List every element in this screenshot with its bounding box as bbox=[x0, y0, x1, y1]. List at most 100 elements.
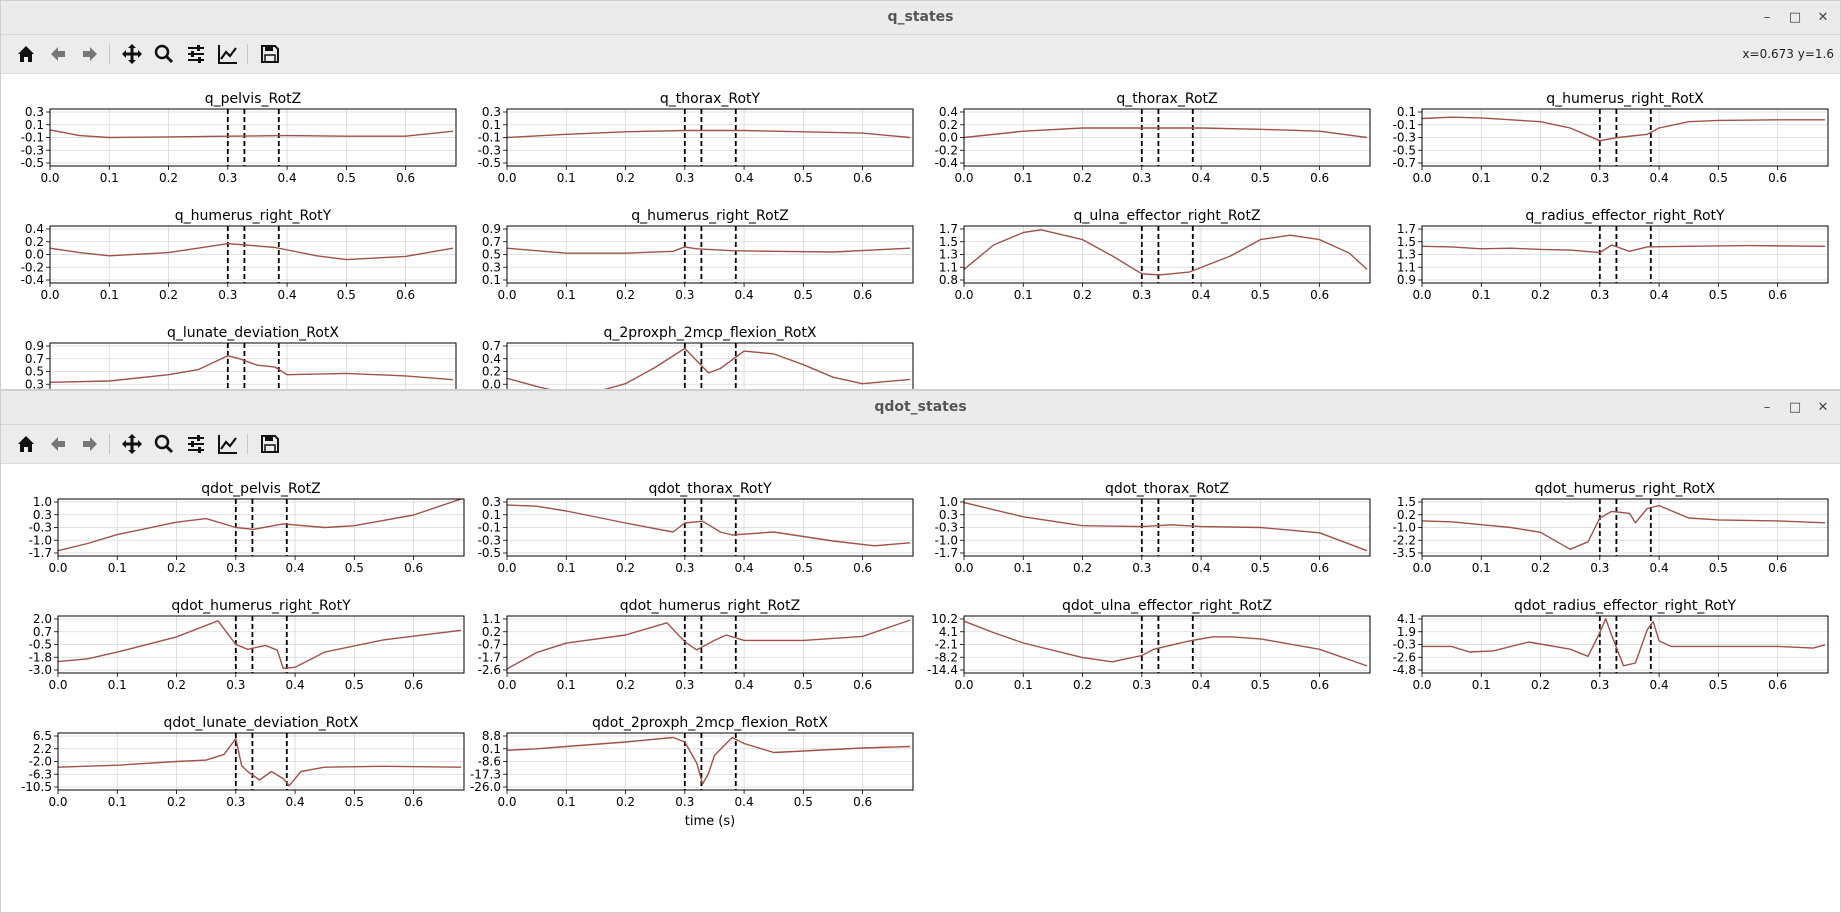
pan-icon[interactable] bbox=[119, 42, 145, 66]
pan-icon[interactable] bbox=[119, 432, 145, 456]
x-tick-label: 0.6 bbox=[1310, 561, 1329, 575]
subplot-title: qdot_humerus_right_RotX bbox=[1535, 481, 1716, 497]
x-tick-label: 0.1 bbox=[557, 288, 576, 302]
toolbar-separator bbox=[247, 434, 248, 454]
x-tick-label: 0.2 bbox=[167, 561, 186, 575]
x-tick-label: 0.6 bbox=[853, 561, 872, 575]
subplots-config-icon[interactable] bbox=[183, 42, 209, 66]
subplot-title: qdot_ulna_effector_right_RotZ bbox=[1062, 598, 1272, 614]
close-icon[interactable]: ✕ bbox=[1817, 9, 1829, 25]
y-tick-label: 1.1 bbox=[482, 612, 501, 626]
y-tick-label: 0.1 bbox=[482, 742, 501, 756]
x-tick-label: 0.4 bbox=[735, 678, 754, 692]
x-tick-label: 0.0 bbox=[1412, 171, 1431, 185]
x-tick-label: 0.3 bbox=[675, 561, 694, 575]
subplots-config-icon[interactable] bbox=[183, 432, 209, 456]
y-tick-label: 0.2 bbox=[482, 365, 501, 379]
axes-frame bbox=[1421, 498, 1829, 557]
y-tick-label: -2.0 bbox=[29, 755, 52, 769]
x-tick-label: 0.5 bbox=[1709, 171, 1728, 185]
minimize-icon[interactable]: – bbox=[1763, 399, 1771, 415]
maximize-icon[interactable]: □ bbox=[1788, 9, 1802, 25]
x-tick-label: 0.4 bbox=[278, 171, 297, 185]
title-bar[interactable]: q_states – □ ✕ bbox=[1, 1, 1840, 35]
y-tick-label: 0.3 bbox=[482, 260, 501, 274]
home-icon[interactable] bbox=[13, 432, 39, 456]
x-tick-label: 0.2 bbox=[159, 288, 178, 302]
subplot[interactable]: q_2proxph_2mcp_flexion_RotX0.00.10.20.30… bbox=[478, 325, 914, 389]
home-icon[interactable] bbox=[13, 42, 39, 66]
x-tick-label: 0.1 bbox=[108, 561, 127, 575]
y-tick-label: 4.1 bbox=[939, 625, 958, 639]
y-tick-label: -14.4 bbox=[927, 663, 958, 677]
axes-edit-icon[interactable] bbox=[215, 432, 241, 456]
forward-icon[interactable] bbox=[77, 42, 103, 66]
x-tick-label: 0.3 bbox=[1590, 288, 1609, 302]
y-tick-label: 1.9 bbox=[1397, 625, 1416, 639]
window-q-states: q_states – □ ✕ x=0.673 y=1.6 q_pelvis_Ro… bbox=[0, 0, 1841, 390]
x-tick-label: 0.2 bbox=[167, 678, 186, 692]
x-tick-label: 0.3 bbox=[675, 171, 694, 185]
x-tick-label: 0.4 bbox=[735, 795, 754, 809]
x-tick-label: 0.3 bbox=[1590, 678, 1609, 692]
x-tick-label: 0.6 bbox=[1310, 678, 1329, 692]
x-tick-label: 0.4 bbox=[1650, 561, 1669, 575]
x-tick-label: 0.2 bbox=[616, 795, 635, 809]
x-tick-label: 0.5 bbox=[1251, 288, 1270, 302]
x-tick-label: 0.6 bbox=[404, 678, 423, 692]
zoom-icon[interactable] bbox=[151, 42, 177, 66]
x-tick-label: 0.6 bbox=[853, 795, 872, 809]
x-tick-label: 0.1 bbox=[100, 288, 119, 302]
y-tick-label: 0.5 bbox=[25, 365, 44, 379]
title-bar[interactable]: qdot_states – □ ✕ bbox=[1, 391, 1840, 425]
maximize-icon[interactable]: □ bbox=[1788, 399, 1802, 415]
subplot[interactable]: q_lunate_deviation_RotX0.00.10.20.30.40.… bbox=[25, 325, 457, 389]
y-tick-label: -8.2 bbox=[935, 650, 958, 664]
axes-edit-icon[interactable] bbox=[215, 42, 241, 66]
forward-icon[interactable] bbox=[77, 432, 103, 456]
x-tick-label: 0.5 bbox=[1709, 288, 1728, 302]
x-tick-label: 0.0 bbox=[497, 288, 516, 302]
y-tick-label: 0.0 bbox=[25, 248, 44, 262]
y-tick-label: 10.2 bbox=[931, 612, 958, 626]
y-tick-label: 0.0 bbox=[482, 377, 501, 389]
x-tick-label: 0.1 bbox=[1014, 561, 1033, 575]
save-icon[interactable] bbox=[257, 42, 283, 66]
y-tick-label: -8.6 bbox=[478, 755, 501, 769]
series-line bbox=[57, 498, 462, 552]
close-icon[interactable]: ✕ bbox=[1817, 399, 1829, 415]
subplot-title: qdot_humerus_right_RotZ bbox=[620, 598, 800, 614]
x-tick-label: 0.4 bbox=[735, 288, 754, 302]
x-tick-label: 0.1 bbox=[100, 171, 119, 185]
x-tick-label: 0.2 bbox=[1531, 171, 1550, 185]
subplot-title: qdot_2proxph_2mcp_flexion_RotX bbox=[592, 715, 828, 731]
back-icon[interactable] bbox=[45, 42, 71, 66]
minimize-icon[interactable]: – bbox=[1763, 9, 1771, 25]
y-tick-label: 0.3 bbox=[33, 508, 52, 522]
save-icon[interactable] bbox=[257, 432, 283, 456]
axes-frame bbox=[963, 615, 1371, 674]
zoom-icon[interactable] bbox=[151, 432, 177, 456]
back-icon[interactable] bbox=[45, 432, 71, 456]
y-tick-label: -17.3 bbox=[470, 767, 501, 781]
